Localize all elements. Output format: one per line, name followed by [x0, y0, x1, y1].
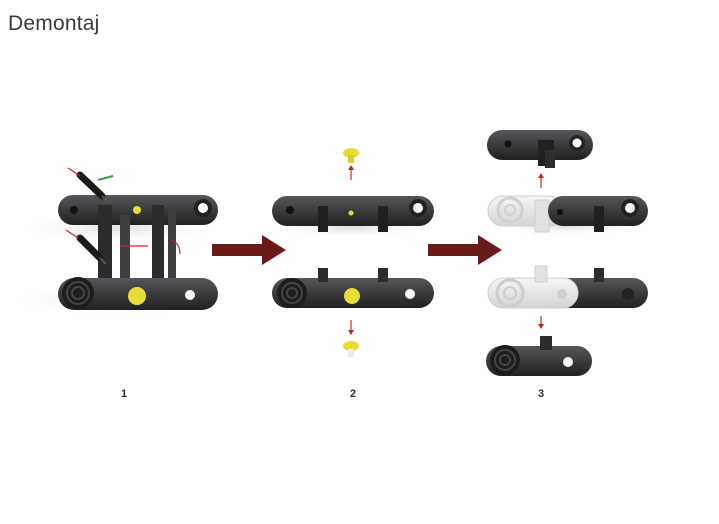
- step-label-1: 1: [121, 388, 128, 400]
- arrow-right-icon: [212, 235, 286, 265]
- step-1-assembly: [10, 167, 230, 316]
- ghost-link: [487, 265, 579, 309]
- screwdriver-icon: [67, 167, 114, 203]
- arrow-right-icon: [428, 235, 502, 265]
- half-link-top: [487, 130, 593, 168]
- step-2-assembly: [267, 148, 437, 357]
- chain-link-top: [548, 196, 648, 232]
- pin-removed-bottom: [343, 320, 359, 357]
- chain-link-bottom: [58, 277, 218, 310]
- step-label-3: 3: [538, 388, 545, 400]
- chain-link-top: [272, 196, 434, 232]
- half-link-bottom: [486, 336, 592, 376]
- chain-link-bottom: [272, 268, 434, 308]
- step-label-2: 2: [350, 388, 357, 400]
- chain-link-top: [58, 195, 218, 225]
- page-title: Demontaj: [8, 12, 100, 35]
- pin-yellow: [133, 206, 141, 214]
- pin-removed-top: [343, 148, 359, 180]
- step-3-assembly: [485, 130, 648, 376]
- crossbar: [98, 205, 176, 285]
- screwdriver-icon: [65, 229, 181, 265]
- ghost-link: [487, 195, 565, 233]
- disassembly-diagram: [10, 130, 648, 376]
